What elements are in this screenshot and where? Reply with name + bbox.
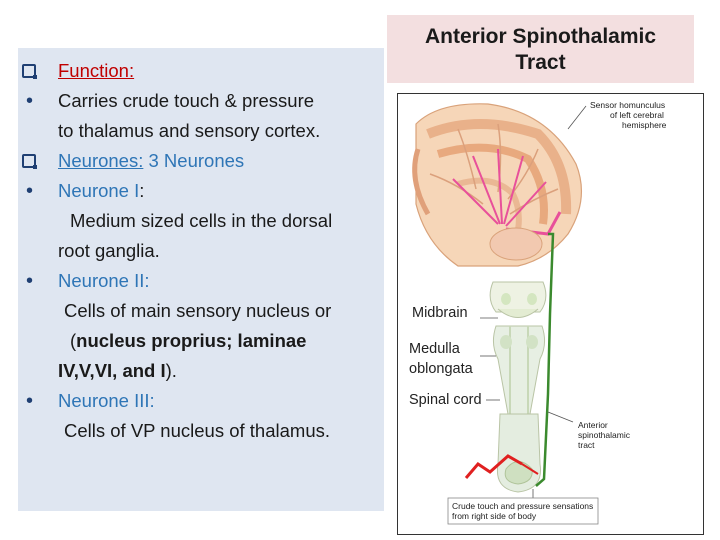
medulla-label-2: oblongata (409, 361, 473, 377)
neurone2-text-2a: ( (70, 330, 77, 351)
medulla-illustration (492, 325, 546, 415)
sensory-input-line (464, 454, 523, 479)
neurone2-line: • Neurone II: (22, 266, 382, 296)
neurone3-text: Cells of VP nucleus of thalamus. (64, 420, 330, 441)
neurone2-text-line-2: (nucleus proprius; laminae (22, 326, 382, 356)
neurone1-label: Neurone I (58, 180, 140, 201)
neurone1-text-1: Medium sized cells in the dorsal (70, 210, 333, 231)
tract-label-1: Anterior (578, 420, 608, 430)
title-box: Anterior Spinothalamic Tract (387, 15, 694, 83)
crude-label-1: Crude touch and pressure sensations (452, 501, 594, 511)
tract-pointer (547, 411, 574, 423)
neurone1-colon: : (139, 180, 145, 201)
medulla-label-1: Medulla (409, 341, 460, 357)
function-text-2: to thalamus and sensory cortex. (58, 120, 321, 141)
function-text-line: • Carries crude touch & pressure (22, 86, 382, 116)
spinal-cord-illustration (496, 413, 542, 493)
neurone3-line: • Neurone III: (22, 386, 382, 416)
checkbox-bullet-icon (22, 64, 37, 79)
checkbox-bullet-icon (22, 154, 37, 169)
neurone2-text-line-1: Cells of main sensory nucleus or (22, 296, 382, 326)
bullet-list: Function: • Carries crude touch & pressu… (22, 56, 382, 446)
neurone1-text-line-1: Medium sized cells in the dorsal (22, 206, 382, 236)
neurone2-text-3b: ). (165, 360, 177, 381)
neurone3-text-line: Cells of VP nucleus of thalamus. (22, 416, 382, 446)
bullet-dot-icon: • (26, 180, 34, 202)
tract-pathway-line (535, 232, 555, 487)
neurone1-line: • Neurone I: (22, 176, 382, 206)
content-panel: Function: • Carries crude touch & pressu… (18, 48, 384, 511)
title-line-2: Tract (515, 51, 566, 74)
tract-label-2: spinothalamic (578, 430, 630, 440)
neurone2-text-line-3: IV,V,VI, and I). (22, 356, 382, 386)
neurone2-text-1: Cells of main sensory nucleus or (64, 300, 332, 321)
title-line-1: Anterior Spinothalamic (424, 25, 657, 48)
bullet-dot-icon: • (26, 390, 34, 412)
function-text-line-2: to thalamus and sensory cortex. (22, 116, 382, 146)
neurones-heading: Neurones: (58, 150, 144, 171)
bullet-dot-icon: • (26, 90, 34, 112)
neurone2-text-2b: nucleus proprius; laminae (76, 330, 307, 351)
homunculus-label-1: Sensor homunculus (590, 100, 666, 110)
crude-label-2: from right side of body (452, 511, 537, 521)
function-heading-line: Function: (22, 56, 382, 86)
midbrain-illustration (489, 281, 547, 318)
neurone1-text-2: root ganglia. (58, 240, 160, 261)
homunculus-label-3: hemisphere (622, 120, 667, 130)
spinal-cord-label: Spinal cord (409, 392, 482, 408)
neurone2-text-3a: IV,V,VI, and I (58, 360, 166, 381)
neurone2-label: Neurone II: (58, 270, 150, 291)
midbrain-label: Midbrain (412, 305, 468, 321)
function-text-1: Carries crude touch & pressure (58, 90, 315, 111)
slide-title: Anterior Spinothalamic Tract (387, 24, 694, 76)
neurone3-label: Neurone III: (58, 390, 155, 411)
tract-label-3: tract (578, 440, 595, 450)
thalamus-illustration (489, 227, 543, 261)
neurones-heading-line: Neurones: 3 Neurones (22, 146, 382, 176)
cerebral-hemisphere-illustration (412, 103, 582, 267)
sensory-input-line-2 (521, 463, 539, 475)
homunculus-pointer (567, 105, 587, 130)
homunculus-label-2: of left cerebral (610, 110, 664, 120)
caption-box (447, 497, 599, 525)
neurones-value: 3 Neurones (143, 150, 245, 171)
tract-diagram: Sensor homunculus of left cerebral hemis… (397, 93, 704, 535)
neurone1-text-line-2: root ganglia. (22, 236, 382, 266)
bullet-dot-icon: • (26, 270, 34, 292)
tract-diagram-svg (412, 103, 599, 525)
function-heading: Function: (58, 60, 135, 81)
